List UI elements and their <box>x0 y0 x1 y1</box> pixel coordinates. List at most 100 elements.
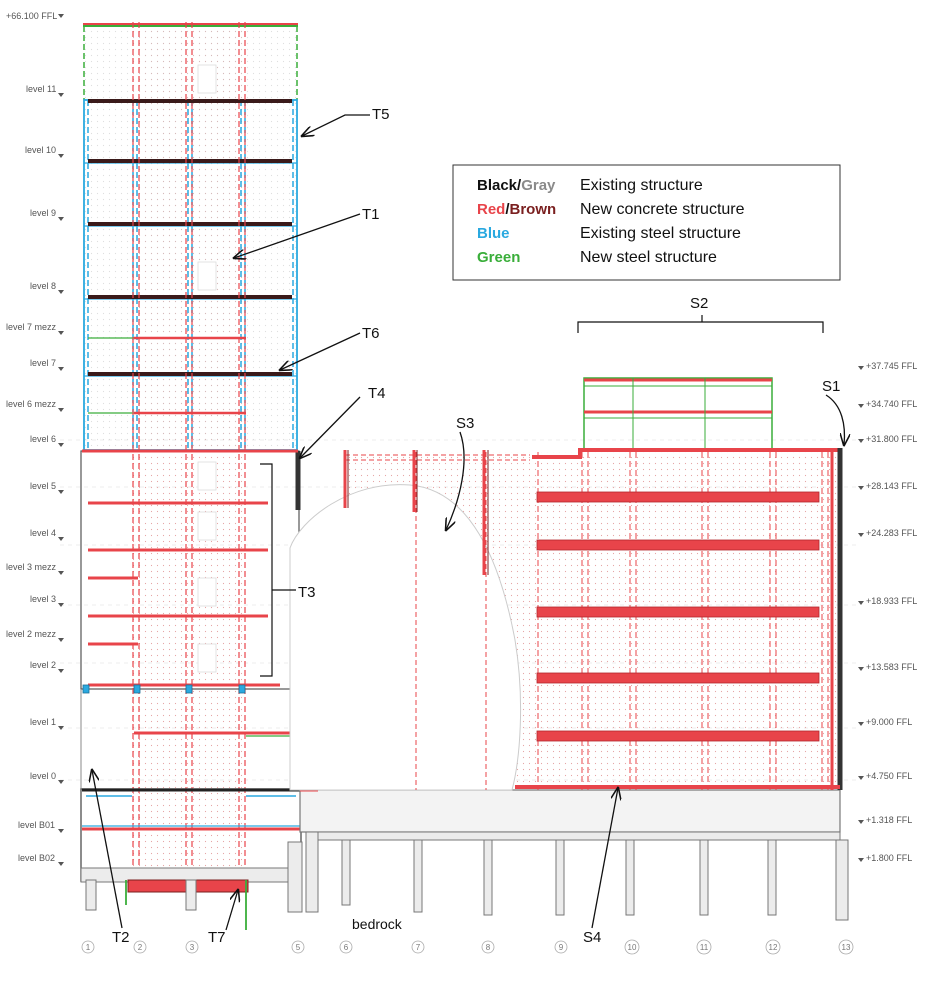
grid-label: 10 <box>628 943 637 952</box>
legend <box>452 164 841 281</box>
elevation-label: +9.000 FFL <box>866 717 912 727</box>
level-marker <box>858 404 864 408</box>
grid-label: 11 <box>700 943 709 952</box>
level-marker <box>58 408 64 412</box>
grid-bubble: 1 <box>81 940 95 954</box>
grid-label: 6 <box>344 943 349 952</box>
level-label: level 6 mezz <box>6 399 57 409</box>
grid-bubble: 8 <box>481 940 495 954</box>
level-label: level 6 <box>30 434 56 444</box>
level-labels-left: +66.100 FFL level 11 level 10 level 9 le… <box>6 11 57 863</box>
level-marker <box>58 571 64 575</box>
tag-s4: S4 <box>583 929 601 946</box>
level-marker <box>858 533 864 537</box>
level-marker <box>858 722 864 726</box>
level-labels-right: +37.745 FFL +34.740 FFL +31.800 FFL +28.… <box>866 361 917 863</box>
elevation-label: +13.583 FFL <box>866 662 917 672</box>
grid-bubble: 5 <box>291 940 305 954</box>
elevation-label: +24.283 FFL <box>866 528 917 538</box>
legend-key-sep: / <box>517 177 522 194</box>
t3-bracket <box>260 463 296 677</box>
tag-t4: T4 <box>368 385 386 402</box>
level-marker <box>858 439 864 443</box>
level-label: level 0 <box>30 771 56 781</box>
grid-bubbles: 1 2 3 5 6 7 8 9 10 11 12 13 <box>81 939 854 955</box>
level-marker <box>58 443 64 447</box>
level-marker <box>858 820 864 824</box>
leader-arrows <box>92 114 844 931</box>
level-markers-right <box>858 366 864 862</box>
grid-label: 7 <box>416 943 421 952</box>
level-marker <box>858 858 864 862</box>
level-label: level 2 <box>30 660 56 670</box>
tag-t5: T5 <box>372 106 390 123</box>
grid-label: 5 <box>296 943 301 952</box>
legend-row-new-steel: Green New steel structure <box>477 249 717 266</box>
legend-key-brown: Brown <box>510 201 557 218</box>
bedrock-label: bedrock <box>352 916 403 932</box>
level-label: level 1 <box>30 717 56 727</box>
legend-row-new-concrete: Red/Brown New concrete structure <box>477 201 745 218</box>
elevation-label: +18.933 FFL <box>866 596 917 606</box>
grid-label: 3 <box>190 943 195 952</box>
elevation-label: +1.800 FFL <box>866 853 912 863</box>
grid-bubble: 2 <box>133 940 147 954</box>
legend-entries: Black/Gray Existing structure Red/Brown … <box>477 177 745 266</box>
level-marker <box>58 669 64 673</box>
grid-label: 2 <box>138 943 143 952</box>
level-marker <box>858 667 864 671</box>
tag-s2: S2 <box>690 295 708 312</box>
elevation-label: +4.750 FFL <box>866 771 912 781</box>
tag-t6: T6 <box>362 325 380 342</box>
grid-label: 13 <box>842 943 851 952</box>
level-marker <box>58 14 64 18</box>
level-marker <box>858 486 864 490</box>
grid-bubble: 7 <box>411 940 425 954</box>
legend-row-existing: Black/Gray Existing structure <box>477 177 703 194</box>
grid-label: 1 <box>86 943 91 952</box>
level-marker <box>58 367 64 371</box>
level-marker <box>58 862 64 866</box>
building-s <box>515 377 843 790</box>
grid-label: 12 <box>769 943 778 952</box>
level-label: level 8 <box>30 281 56 291</box>
legend-key-black: Black <box>477 177 518 194</box>
level-marker <box>58 726 64 730</box>
elevation-label: +28.143 FFL <box>866 481 917 491</box>
level-markers-left <box>58 14 64 866</box>
legend-key-green: Green <box>477 249 520 266</box>
level-marker <box>58 490 64 494</box>
level-label: level 10 <box>25 145 56 155</box>
level-label: level 4 <box>30 528 56 538</box>
level-marker <box>858 601 864 605</box>
level-label: level 5 <box>30 481 56 491</box>
basement-structure <box>80 788 849 930</box>
level-label: level B02 <box>18 853 55 863</box>
level-marker <box>858 366 864 370</box>
level-label: level 3 mezz <box>6 562 57 572</box>
level-marker <box>58 331 64 335</box>
legend-key-gray: Gray <box>521 177 556 194</box>
grid-bubble: 9 <box>554 940 568 954</box>
level-marker <box>58 829 64 833</box>
level-label: +66.100 FFL <box>6 11 57 21</box>
level-marker <box>58 537 64 541</box>
tag-s3: S3 <box>456 415 474 432</box>
legend-desc: New concrete structure <box>580 201 745 218</box>
atrium-s3 <box>289 450 530 791</box>
level-marker <box>58 780 64 784</box>
tower-t1 <box>80 22 301 890</box>
legend-key-sep: / <box>505 201 510 218</box>
grid-bubble: 13 <box>838 939 854 955</box>
level-marker <box>858 776 864 780</box>
grid-bubble: 6 <box>339 940 353 954</box>
legend-key-blue: Blue <box>477 225 510 242</box>
level-label: level B01 <box>18 820 55 830</box>
level-label: level 11 <box>26 84 56 94</box>
level-marker <box>58 638 64 642</box>
grid-label: 8 <box>486 943 491 952</box>
grid-bubble: 11 <box>696 939 712 955</box>
level-marker <box>58 603 64 607</box>
